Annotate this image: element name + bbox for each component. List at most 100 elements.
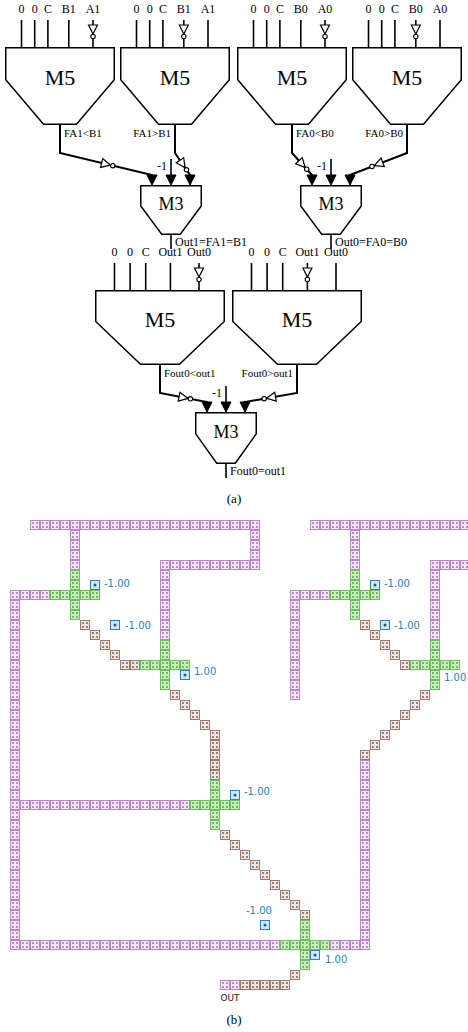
input-signal: A1 xyxy=(201,3,216,17)
arrow-head xyxy=(345,175,355,185)
arrow-head xyxy=(202,402,212,412)
signal-label: Fout0<out1 xyxy=(164,367,215,380)
input-signal: 0 xyxy=(127,246,133,260)
inverter-symbol xyxy=(267,392,277,401)
gate-name: M3 xyxy=(158,195,183,215)
inverter-bubble xyxy=(305,277,309,281)
input-line xyxy=(21,20,23,47)
cell-value: -1.00 xyxy=(124,620,152,632)
inverter-symbol xyxy=(179,25,188,34)
inverter-symbol xyxy=(303,268,312,277)
input-line xyxy=(394,20,396,47)
input-signal: C xyxy=(391,3,399,17)
gate-name: M5 xyxy=(45,66,76,90)
inverter-bubble xyxy=(111,163,115,167)
qca-diagonal xyxy=(80,620,430,990)
majority-gate: M5 xyxy=(120,47,230,125)
constant-input: -1 xyxy=(157,160,167,174)
input-signal: A0 xyxy=(318,3,333,17)
input-line xyxy=(170,263,172,290)
output-line xyxy=(225,464,227,478)
cell-value: 1.00 xyxy=(443,672,467,684)
majority-cell xyxy=(50,570,460,970)
cell-value: -1.00 xyxy=(393,620,421,632)
constant-line xyxy=(330,159,332,176)
qca-wire xyxy=(10,520,468,990)
input-signal: 0 xyxy=(112,246,118,260)
arrow-head xyxy=(147,175,157,185)
output-pin: OUT xyxy=(219,993,240,1003)
cell-value: -1.00 xyxy=(383,578,411,590)
majority-gate: M3 xyxy=(300,185,362,235)
input-signal: 0 xyxy=(32,3,38,17)
input-signal: 0 xyxy=(379,3,385,17)
input-signal: 0 xyxy=(264,246,270,260)
constant-line xyxy=(225,386,227,403)
gate-name: M5 xyxy=(277,66,308,90)
output-signal: Out1=FA1=B1 xyxy=(175,236,247,250)
majority-gate: M5 xyxy=(232,290,362,365)
input-signal: Out1 xyxy=(295,246,319,260)
connector-line xyxy=(175,125,190,176)
subfigure-label: (a) xyxy=(227,492,241,507)
fixed-cell xyxy=(91,581,390,960)
input-signal: B1 xyxy=(177,3,191,17)
inverter-symbol xyxy=(89,25,98,34)
signal-label: FA1>B1 xyxy=(133,127,171,140)
arrow-head xyxy=(166,175,176,185)
input-line xyxy=(282,263,284,290)
majority-gate: M5 xyxy=(352,47,462,125)
arrow-head xyxy=(185,175,195,185)
gate-shape xyxy=(233,291,362,365)
arrow-head xyxy=(221,402,231,412)
gate-shape xyxy=(196,413,257,464)
input-line xyxy=(47,20,49,47)
input-signal: B1 xyxy=(62,3,76,17)
input-signal: Out0 xyxy=(187,246,211,260)
gate-name: M5 xyxy=(282,308,313,332)
constant-input: -1 xyxy=(212,387,222,401)
inverter-symbol xyxy=(321,25,330,34)
signal-label: FA1<B1 xyxy=(64,127,102,140)
inverter-symbol xyxy=(176,158,185,168)
cell-value: 1.00 xyxy=(193,666,217,678)
inverter-bubble xyxy=(91,34,95,38)
gate-shape xyxy=(96,291,225,365)
input-signal: 0 xyxy=(366,3,372,17)
input-line xyxy=(368,20,370,47)
arrow-head xyxy=(307,175,317,185)
input-line xyxy=(114,263,116,290)
input-signal: C xyxy=(279,246,287,260)
input-signal: C xyxy=(142,246,150,260)
inverter-symbol xyxy=(374,158,384,166)
input-signal: 0 xyxy=(134,3,140,17)
majority-gate: M5 xyxy=(5,47,115,125)
input-line xyxy=(251,263,253,290)
input-line xyxy=(34,20,36,47)
input-line xyxy=(381,20,383,47)
input-signal: Out0 xyxy=(324,246,348,260)
input-line xyxy=(335,263,337,290)
input-line xyxy=(300,20,302,47)
input-line xyxy=(266,263,268,290)
gate-name: M5 xyxy=(160,66,191,90)
cell-value: -1.00 xyxy=(103,578,131,590)
gate-shape xyxy=(6,48,115,125)
inverter-bubble xyxy=(305,167,309,171)
input-signal: B0 xyxy=(409,3,423,17)
input-signal: 0 xyxy=(251,3,257,17)
inverter-bubble xyxy=(370,164,374,168)
inverter-bubble xyxy=(323,34,327,38)
input-signal: Out1 xyxy=(158,246,182,260)
input-line xyxy=(145,263,147,290)
input-signal: A1 xyxy=(86,3,101,17)
input-signal: C xyxy=(276,3,284,17)
signal-label: FA0<B0 xyxy=(296,127,334,140)
gate-shape xyxy=(141,186,202,235)
cell-value: -1.00 xyxy=(245,905,273,917)
gate-shape xyxy=(121,48,230,125)
inverter-bubble xyxy=(262,396,266,400)
